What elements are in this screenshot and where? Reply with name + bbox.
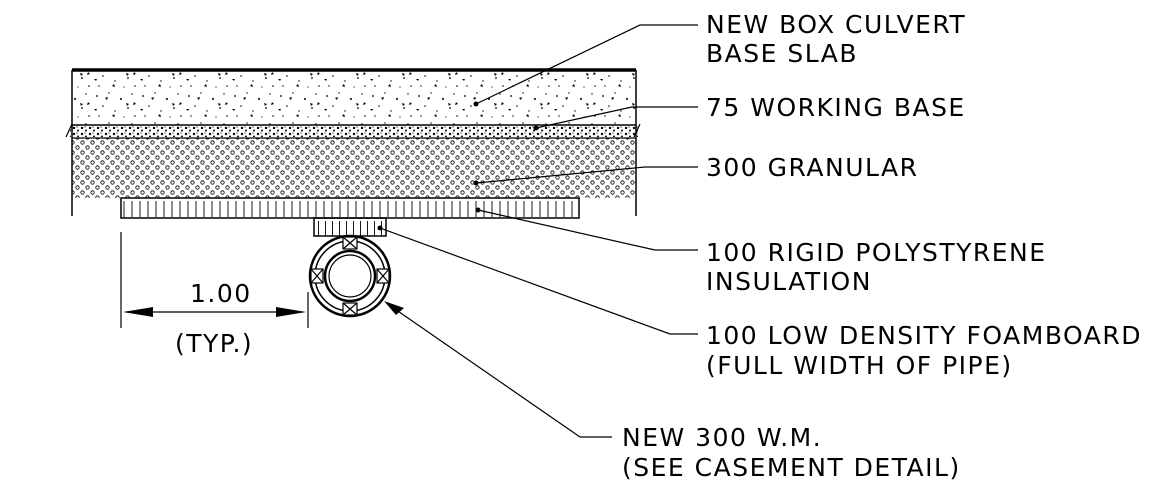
label-foamboard-line1: 100 LOW DENSITY FOAMBOARD: [706, 321, 1142, 350]
dimension-group: [120, 232, 309, 328]
label-granular: 300 GRANULAR: [706, 153, 918, 182]
leader-watermain: [391, 306, 612, 438]
label-base-slab-line1: NEW BOX CULVERT: [706, 10, 966, 39]
casement-spacers: [310, 236, 390, 316]
leader-granular: [475, 166, 698, 184]
working-base-layer: [65, 123, 641, 138]
label-polystyrene-line1: 100 RIGID POLYSTYRENE: [706, 238, 1047, 267]
base-slab: [72, 68, 636, 126]
dimension-arrow-right: [276, 307, 306, 317]
label-watermain-line1: NEW 300 W.M.: [622, 423, 822, 452]
label-watermain-line2: (SEE CASEMENT DETAIL): [622, 453, 961, 482]
watermain-arrowhead: [384, 301, 404, 315]
label-polystyrene-line2: INSULATION: [706, 267, 872, 296]
leader-dots: [377, 101, 539, 231]
leader-lines: [379, 24, 698, 438]
dimension-value: 1.00: [190, 279, 252, 308]
label-working-base: 75 WORKING BASE: [706, 93, 966, 122]
leader-foamboard: [379, 227, 698, 335]
dimension-note: (TYP.): [175, 329, 253, 358]
dimension-arrow-left: [123, 307, 153, 317]
rigid-insulation: [120, 197, 580, 219]
watermain-pipe: [308, 234, 392, 318]
label-foamboard-line2: (FULL WIDTH OF PIPE): [706, 351, 1013, 380]
leader-base-slab: [475, 24, 698, 105]
granular-layer: [72, 137, 636, 198]
leader-insulation: [477, 209, 698, 251]
foamboard: [313, 217, 387, 237]
leader-working-base: [535, 106, 698, 129]
label-base-slab-line2: BASE SLAB: [706, 39, 858, 68]
